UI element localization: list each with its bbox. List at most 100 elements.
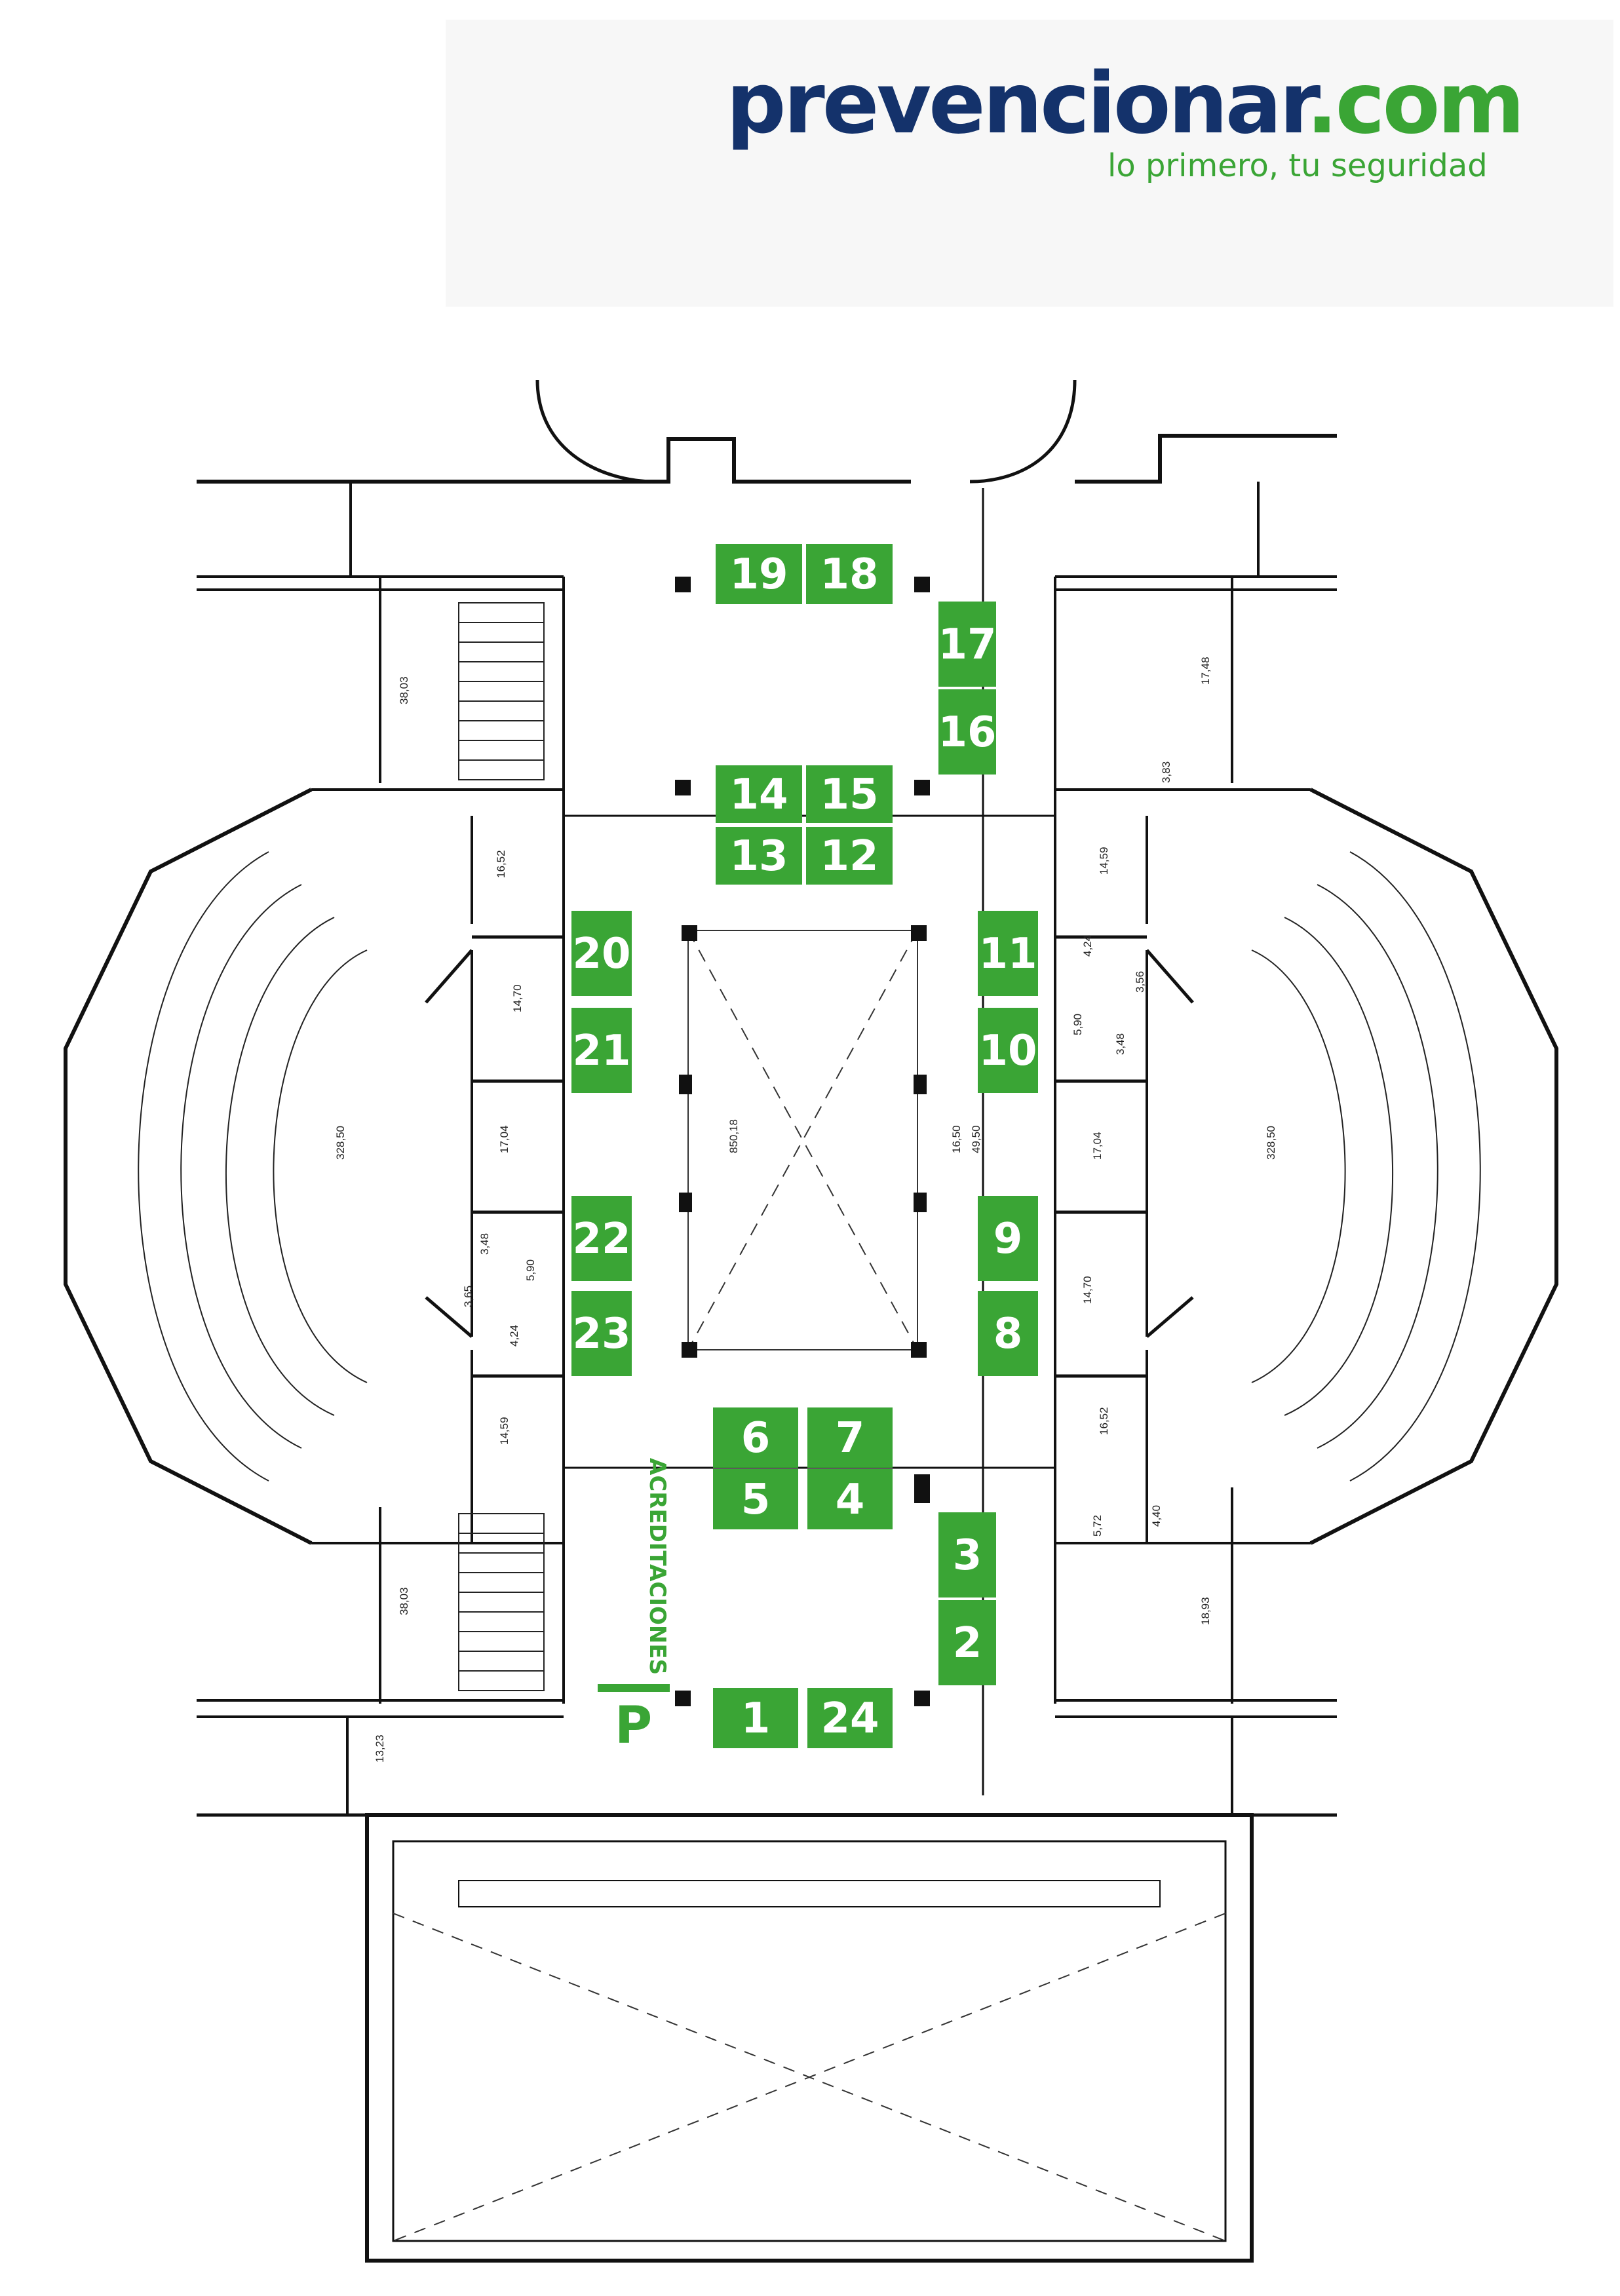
stand-1: 1 — [713, 1688, 798, 1748]
dim-room-1323: 13,23 — [374, 1734, 386, 1763]
stand-box — [978, 1196, 1038, 1281]
dim-axis-4950: 49,50 — [970, 1125, 982, 1153]
stand-box — [571, 1291, 632, 1376]
dim-auditorium-left: 328,50 — [334, 1126, 347, 1160]
stand-box — [938, 689, 996, 775]
dim-room-424-l: 4,24 — [508, 1325, 520, 1347]
stand-8: 8 — [978, 1291, 1038, 1376]
dim-room-365-l: 3,65 — [462, 1286, 474, 1307]
stand-20: 20 — [571, 911, 632, 996]
dim-room-356-r: 3,56 — [1134, 971, 1146, 993]
dim-room-424-r: 4,24 — [1081, 935, 1094, 957]
stand-23: 23 — [571, 1291, 632, 1376]
stand-11: 11 — [978, 911, 1038, 996]
stand-number: 18 — [820, 550, 878, 599]
stand-box — [713, 1469, 798, 1529]
stand-number: 2 — [953, 1619, 982, 1668]
brand-tld: .com — [1306, 55, 1525, 153]
stand-box — [978, 1291, 1038, 1376]
stand-number: 15 — [820, 771, 878, 819]
stand-box — [806, 827, 893, 885]
stand-number: 17 — [938, 621, 996, 669]
dim-stair-bottom: 38,03 — [398, 1587, 410, 1615]
central-void — [687, 930, 918, 1350]
stand-number: 12 — [820, 832, 878, 881]
stand-13: 13 — [716, 827, 802, 885]
dim-axis-1650: 16,50 — [950, 1125, 963, 1153]
stand-4: 4 — [807, 1469, 893, 1529]
seating-left — [138, 851, 368, 1482]
parking-bar — [598, 1684, 670, 1692]
dim-wc-top: 17,48 — [1199, 657, 1212, 685]
stand-2: 2 — [938, 1600, 996, 1685]
stand-7: 7 — [807, 1407, 893, 1468]
dim-room-1470-r: 14,70 — [1081, 1276, 1094, 1304]
seating-right — [1251, 851, 1481, 1482]
parking-label: P — [615, 1696, 652, 1755]
stand-number: 6 — [741, 1414, 771, 1463]
dim-room-1470-l: 14,70 — [511, 984, 524, 1012]
stand-box — [713, 1688, 798, 1748]
stand-number: 16 — [938, 708, 996, 757]
stand-box — [978, 1008, 1038, 1093]
staircases — [458, 602, 545, 1691]
stand-box — [806, 544, 893, 604]
stand-number: 5 — [741, 1476, 771, 1524]
stand-21: 21 — [571, 1008, 632, 1093]
dim-room-1704-l: 17,04 — [498, 1125, 511, 1153]
dim-room-383: 3,83 — [1160, 761, 1172, 783]
stand-box — [571, 1008, 632, 1093]
dim-room-1652-l: 16,52 — [495, 850, 507, 878]
stand-number: 4 — [836, 1476, 865, 1524]
stand-15: 15 — [806, 765, 893, 823]
stand-19: 19 — [716, 544, 802, 604]
stand-number: 7 — [836, 1414, 865, 1463]
stand-box — [807, 1688, 893, 1748]
stand-number: 23 — [572, 1310, 630, 1358]
stand-18: 18 — [806, 544, 893, 604]
dim-room-440: 4,40 — [1150, 1505, 1163, 1527]
dim-room-1652-r: 16,52 — [1098, 1407, 1110, 1435]
dim-room-590-l: 5,90 — [524, 1259, 537, 1281]
stand-9: 9 — [978, 1196, 1038, 1281]
building-walls — [64, 379, 1558, 2263]
stand-number: 3 — [953, 1531, 982, 1580]
dim-room-348-r: 3,48 — [1114, 1033, 1127, 1055]
stand-box — [807, 1407, 893, 1468]
dim-wc-bottom: 18,93 — [1199, 1597, 1212, 1625]
stand-box — [716, 827, 802, 885]
dim-room-590-r: 5,90 — [1071, 1014, 1084, 1035]
columns — [675, 577, 930, 1706]
stand-number: 24 — [820, 1694, 879, 1743]
stand-number: 22 — [572, 1215, 630, 1263]
stand-3: 3 — [938, 1512, 996, 1598]
stand-number: 14 — [729, 771, 788, 819]
header-band — [446, 20, 1613, 307]
stand-number: 19 — [729, 550, 788, 599]
bottom-hall-void — [393, 1913, 1226, 2242]
stand-number: 10 — [978, 1027, 1037, 1075]
stand-22: 22 — [571, 1196, 632, 1281]
dimension-labels: 850,18 328,50 328,50 38,03 38,03 16,52 1… — [334, 657, 1277, 1763]
stand-number: 20 — [572, 930, 630, 978]
stand-number: 21 — [572, 1027, 630, 1075]
stand-box — [716, 765, 802, 823]
stand-10: 10 — [978, 1008, 1038, 1093]
stand-box — [938, 1600, 996, 1685]
stand-number: 13 — [729, 832, 788, 881]
accreditation-label: ACREDITACIONES — [644, 1458, 670, 1675]
stand-16: 16 — [938, 689, 997, 775]
stand-number: 9 — [993, 1215, 1023, 1263]
stand-box — [806, 765, 893, 823]
dim-room-1459-l: 14,59 — [498, 1417, 511, 1445]
stand-number: 8 — [993, 1310, 1023, 1358]
stand-number: 1 — [741, 1694, 771, 1743]
dim-stair-top: 38,03 — [398, 676, 410, 704]
stand-box — [938, 1512, 996, 1598]
stand-box — [978, 911, 1038, 996]
stand-17: 17 — [938, 602, 997, 687]
stand-box — [716, 544, 802, 604]
stand-box — [571, 1196, 632, 1281]
